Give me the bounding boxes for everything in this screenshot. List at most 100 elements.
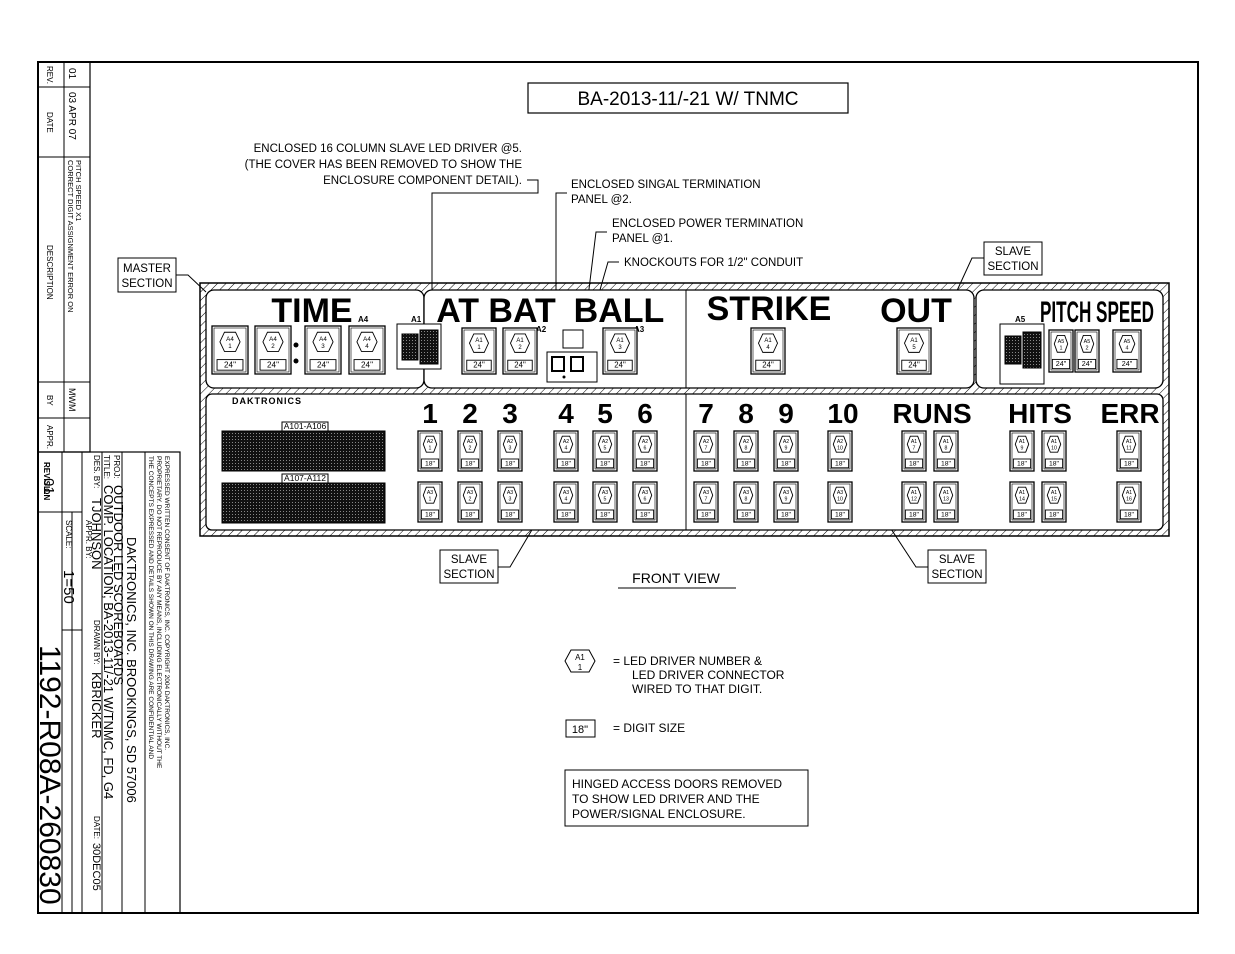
digit-size: 24" xyxy=(514,361,526,370)
inning-number: 10 xyxy=(827,398,858,429)
module-a5: A5 xyxy=(1015,315,1026,324)
digit-size: 18" xyxy=(505,511,516,518)
driver-hexagon xyxy=(738,435,754,453)
digit-number: 8 xyxy=(745,445,748,451)
appr-header: APPR. xyxy=(45,425,54,449)
module-a2: A2 xyxy=(536,325,547,334)
legend-driver-bottom: 1 xyxy=(578,663,583,672)
rev-description-2: PITCH SPEED X1 xyxy=(74,160,83,221)
des-by-value: TJOHNSON xyxy=(89,498,104,570)
digit-driver: A1 xyxy=(764,338,772,344)
module-a3: A3 xyxy=(634,325,645,334)
digit-number: 7 xyxy=(705,445,708,451)
digit-number: 9 xyxy=(785,496,788,502)
digit-number: 4 xyxy=(565,496,568,502)
digit-driver: A4 xyxy=(226,336,234,343)
digit-number: 2 xyxy=(469,445,472,451)
note-box: HINGED ACCESS DOORS REMOVED TO SHOW LED … xyxy=(564,769,809,827)
callout-slave-right-1: SLAVE xyxy=(939,554,976,566)
driver-hexagon xyxy=(597,486,613,504)
digit-size: 18" xyxy=(1124,511,1135,518)
inning-number: 3 xyxy=(502,398,518,429)
module-a1: A1 xyxy=(411,315,422,324)
legend: A1 1 = LED DRIVER NUMBER & LED DRIVER CO… xyxy=(564,649,785,738)
digit-driver: A3 xyxy=(467,490,473,496)
digit-number: 1 xyxy=(1059,345,1062,351)
drawing-title-box xyxy=(527,82,849,114)
digit-driver: A1 xyxy=(1051,490,1057,496)
digit-size: 18" xyxy=(835,460,846,467)
digit-size: 18" xyxy=(465,460,476,467)
digit-driver: A2 xyxy=(563,439,569,445)
digit-driver: A2 xyxy=(703,439,709,445)
digit-driver: A5 xyxy=(1084,339,1091,345)
by-header: BY xyxy=(45,395,54,406)
digit-number: 15 xyxy=(1051,496,1057,502)
digit-driver: A2 xyxy=(602,439,608,445)
digit-number: 2 xyxy=(518,345,522,351)
digit-number: 9 xyxy=(785,445,788,451)
digit-number: 14 xyxy=(1019,496,1025,502)
driver-hexagon xyxy=(906,435,922,453)
digit-number: 4 xyxy=(365,343,369,350)
legend-driver-symbol xyxy=(564,649,596,673)
notice-3: EXPRESSED WRITTEN CONSENT OF DAKTRONICS,… xyxy=(163,456,170,750)
callout-slave-driver-2: (THE COVER HAS BEEN REMOVED TO SHOW THE xyxy=(245,159,523,171)
callout-slave-driver-3: ENCLOSURE COMPONENT DETAIL). xyxy=(323,175,522,187)
digit-number: 13 xyxy=(943,496,949,502)
driver-hexagon xyxy=(1014,486,1030,504)
digit-driver: A3 xyxy=(563,490,569,496)
appr-by-label: APPR. BY: xyxy=(84,520,93,559)
digit-driver: A1 xyxy=(1051,439,1057,445)
driver-hexagon xyxy=(757,333,779,353)
driver-hexagon xyxy=(468,333,490,353)
drawn-by-label: DRAWN BY: xyxy=(92,620,101,665)
digit-number: 5 xyxy=(912,345,916,351)
driver-hexagon xyxy=(422,486,438,504)
driver-hexagon xyxy=(1079,335,1095,353)
driver-hexagon xyxy=(509,333,531,353)
revision-value: 01 xyxy=(40,478,57,495)
note-line3: POWER/SIGNAL ENCLOSURE. xyxy=(572,807,746,821)
legend-driver-line3: WIRED TO THAT DIGIT. xyxy=(632,682,762,696)
digit-driver: A2 xyxy=(642,439,648,445)
callouts: ENCLOSED 16 COLUMN SLAVE LED DRIVER @5. … xyxy=(117,143,1043,584)
caption-ball: BALL xyxy=(574,292,665,330)
digit-driver: A1 xyxy=(616,338,624,344)
legend-driver-top: A1 xyxy=(575,653,585,662)
driver-hexagon xyxy=(698,435,714,453)
digit-size: 24" xyxy=(317,360,329,369)
digit-number: 4 xyxy=(565,445,568,451)
digit-number: 2 xyxy=(271,343,275,350)
driver-hexagon xyxy=(1121,486,1137,504)
digit-size: 24" xyxy=(908,361,920,370)
driver-hexagon xyxy=(1014,435,1030,453)
callout-signal-2: PANEL @2. xyxy=(571,194,632,206)
driver-hexagon xyxy=(558,486,574,504)
revision-label: REVISION xyxy=(42,462,51,500)
digit-driver: A1 xyxy=(475,338,483,344)
ad-panel-1-label: A101-A106 xyxy=(284,421,327,431)
digit-number: 3 xyxy=(509,445,512,451)
digit-driver: A1 xyxy=(911,439,917,445)
drawn-by-value: KBRICKER xyxy=(89,672,104,738)
digit-number: 9 xyxy=(1021,445,1024,451)
digit-size: 18" xyxy=(1017,511,1028,518)
digit-number: 3 xyxy=(618,345,622,351)
digit-number: 4 xyxy=(766,345,770,351)
digit-driver: A4 xyxy=(269,336,277,343)
